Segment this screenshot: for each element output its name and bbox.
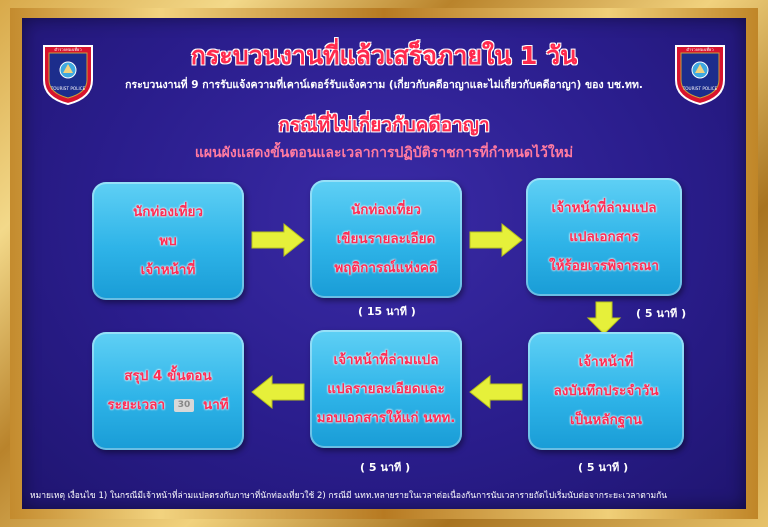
step-box-5: เจ้าหน้าที่ล่ามแปล แปลรายละเอียดและ มอบเ… [310, 330, 462, 448]
badge-top-text-left: ตำรวจท่องเที่ยว [54, 47, 81, 52]
step-box-3: เจ้าหน้าที่ล่ามแปล แปลเอกสาร ให้ร้อยเวรพ… [526, 178, 682, 296]
step-4-line-3: เป็นหลักฐาน [569, 411, 642, 428]
step-5-line-2: แปลรายละเอียดและ [327, 380, 445, 397]
step-box-1: นักท่องเที่ยว พบ เจ้าหน้าที่ [92, 182, 244, 300]
summary-minutes-unit: นาที [202, 397, 229, 413]
badge-bottom-text-right: TOURIST POLICE [682, 86, 718, 91]
step-3-line-1: เจ้าหน้าที่ล่ามแปล [551, 199, 657, 216]
summary-line-1: สรุป 4 ขั้นตอน [124, 368, 212, 384]
step-1-line-2: พบ [159, 232, 177, 249]
step-5-line-3: มอบเอกสารให้แก่ นทท. [316, 409, 456, 426]
arrow-left-icon [251, 374, 305, 410]
case-heading: กรณีที่ไม่เกี่ยวกับคดีอาญา [278, 114, 490, 136]
badge-bottom-text-left: TOURIST POLICE [50, 86, 86, 91]
step-2-line-2: เขียนรายละเอียด [336, 230, 436, 247]
arrow-left-icon [469, 374, 523, 410]
summary-box: สรุป 4 ขั้นตอน ระยะเวลา 30 นาที [92, 332, 244, 450]
arrow-right-icon [251, 222, 305, 258]
summary-duration-label: ระยะเวลา [107, 397, 166, 413]
board-title: กระบวนงานที่แล้วเสร็จภายใน 1 วัน [190, 41, 578, 70]
tourist-police-badge-right: ตำรวจท่องเที่ยว TOURIST POLICE [675, 45, 725, 106]
info-board: ตำรวจท่องเที่ยว TOURIST POLICE ตำรวจท่อง… [22, 18, 746, 509]
summary-minutes-value: 30 [173, 398, 195, 412]
step-1-line-3: เจ้าหน้าที่ [140, 261, 196, 278]
arrow-down-icon [586, 301, 622, 335]
step-4-line-2: ลงบันทึกประจำวัน [553, 382, 659, 399]
step-box-2: นักท่องเที่ยว เขียนรายละเอียด พฤติการณ์แ… [310, 180, 462, 298]
step-5-line-1: เจ้าหน้าที่ล่ามแปล [333, 351, 439, 368]
chart-subheading: แผนผังแสดงขั้นตอนและเวลาการปฏิบัติราชการ… [194, 145, 574, 161]
board-subtitle: กระบวนงานที่ 9 การรับแจ้งความที่เคาน์เตอ… [125, 79, 643, 91]
step-3-line-3: ให้ร้อยเวรพิจารณา [549, 257, 659, 274]
badge-top-text-right: ตำรวจท่องเที่ยว [686, 47, 713, 52]
footnote: หมายเหตุ เงื่อนไข 1) ในกรณีมีเจ้าหน้าที่… [30, 491, 668, 501]
step-5-time: ( 5 นาที ) [360, 461, 411, 474]
summary-line-2: ระยะเวลา 30 นาที [107, 391, 228, 420]
step-2-time: ( 15 นาที ) [358, 305, 416, 318]
step-4-time: ( 5 นาที ) [578, 461, 629, 474]
tourist-police-badge-left: ตำรวจท่องเที่ยว TOURIST POLICE [43, 45, 93, 106]
step-box-4: เจ้าหน้าที่ ลงบันทึกประจำวัน เป็นหลักฐาน [528, 332, 684, 450]
step-3-line-2: แปลเอกสาร [569, 228, 639, 245]
step-3-time: ( 5 นาที ) [636, 307, 687, 320]
step-1-line-1: นักท่องเที่ยว [132, 203, 203, 220]
step-2-line-1: นักท่องเที่ยว [350, 201, 421, 218]
arrow-right-icon [469, 222, 523, 258]
step-2-line-3: พฤติการณ์แห่งคดี [334, 259, 438, 276]
step-4-line-1: เจ้าหน้าที่ [578, 353, 634, 370]
